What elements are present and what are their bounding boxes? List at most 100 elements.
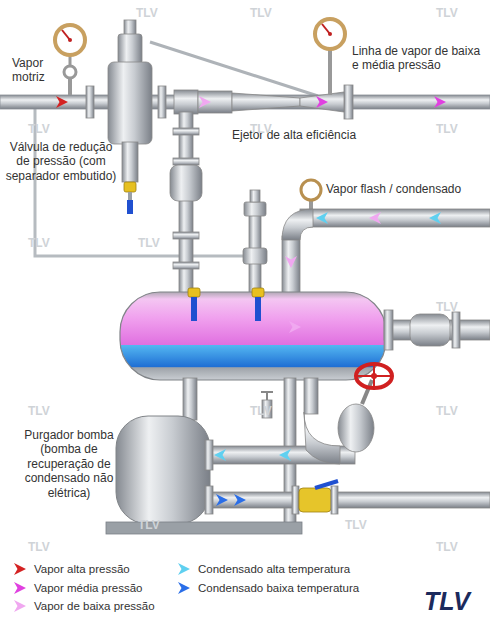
watermark: TLV bbox=[28, 404, 68, 418]
legend-swatch-arrow bbox=[178, 582, 190, 594]
legend-swatch-arrow bbox=[14, 563, 26, 575]
pump-trap bbox=[106, 416, 302, 534]
flow-arrow-part bbox=[279, 449, 291, 461]
watermark: TLV bbox=[250, 404, 290, 418]
flow-arrow-part bbox=[316, 212, 328, 224]
watermark: TLV bbox=[250, 122, 290, 136]
legend-swatch bbox=[12, 599, 28, 613]
flash-tank-part bbox=[410, 314, 450, 346]
flash-pipe bbox=[282, 209, 490, 294]
flash-tank-part bbox=[255, 297, 261, 321]
watermark: TLV bbox=[28, 236, 68, 250]
pressure-gauge-part bbox=[328, 49, 332, 95]
ejector-body-part bbox=[232, 93, 300, 111]
pilot-line-part bbox=[150, 42, 318, 96]
suction-pipe-part bbox=[173, 232, 199, 239]
pressure-gauge-part bbox=[301, 180, 321, 200]
flash-tank-part bbox=[188, 288, 200, 297]
flow-arrow-part bbox=[289, 321, 301, 333]
watermark: TLV bbox=[138, 236, 178, 250]
pressure-reducing-valve-part bbox=[127, 200, 133, 214]
watermark: TLV bbox=[250, 6, 290, 20]
legend-swatch bbox=[176, 562, 192, 576]
flash-tank-part bbox=[252, 288, 264, 297]
brand-logo: TLV bbox=[424, 586, 488, 616]
inlet-gate-valve-part bbox=[356, 364, 392, 388]
outlet-ball-valve-part bbox=[292, 486, 299, 514]
inlet-gate-valve-part bbox=[371, 373, 377, 379]
outlet-ball-valve bbox=[292, 481, 338, 514]
outlet-ball-valve-part bbox=[331, 486, 338, 514]
steam-main-pipe-part bbox=[344, 85, 353, 119]
pump-trap-part bbox=[205, 486, 213, 514]
flow-arrow bbox=[56, 96, 446, 506]
suction-pipe-part bbox=[173, 158, 199, 165]
ejector-body-part bbox=[300, 92, 344, 112]
steam-main-pipe-part bbox=[86, 86, 94, 118]
ejector-body-part bbox=[198, 91, 232, 113]
legend-text: Vapor média pressão bbox=[34, 582, 142, 594]
legend-text: Vapor alta pressão bbox=[34, 563, 130, 575]
inlet-gate-valve-part bbox=[304, 412, 340, 464]
flash-tank-part bbox=[120, 292, 386, 380]
legend-swatch bbox=[12, 581, 28, 595]
pilot-line bbox=[150, 42, 318, 96]
condensate-pipes-part bbox=[183, 378, 197, 420]
legend-swatch bbox=[176, 581, 192, 595]
pressure-reducing-valve-part bbox=[122, 142, 138, 182]
outlet-ball-valve-part bbox=[315, 481, 338, 488]
callout-label: Vapor motriz bbox=[12, 56, 62, 85]
legend-item: Condensado baixa temperatura bbox=[176, 581, 359, 595]
flow-arrow-part bbox=[56, 96, 68, 108]
flow-arrow-part bbox=[199, 96, 211, 108]
callout-label: Válvula de redução de pressão (com separ… bbox=[2, 140, 120, 183]
pressure-gauge bbox=[301, 180, 321, 210]
legend-text: Condensado alta temperatura bbox=[198, 563, 350, 575]
watermark: TLV bbox=[436, 404, 476, 418]
flash-tank bbox=[120, 288, 490, 380]
pressure-gauge-part bbox=[68, 78, 72, 95]
pump-trap-part bbox=[106, 522, 302, 534]
outlet-ball-valve-part bbox=[299, 488, 331, 512]
pressure-reducing-valve-part bbox=[108, 62, 152, 144]
pilot-valve-part bbox=[243, 248, 267, 264]
pressure-gauge-part bbox=[55, 25, 85, 55]
watermark: TLV bbox=[28, 122, 68, 136]
legend-swatch-arrow bbox=[14, 600, 26, 612]
inlet-gate-valve-part bbox=[338, 404, 374, 452]
suction-pipe-part bbox=[170, 165, 202, 201]
pressure-reducing-valve-part bbox=[118, 34, 142, 64]
watermark: TLV bbox=[436, 300, 476, 314]
pilot-valve-part bbox=[250, 190, 260, 202]
callout-label: Vapor flash / condensado bbox=[326, 182, 490, 196]
callout-label: Purgador bomba (bomba de recuperação de … bbox=[16, 428, 122, 500]
callout-label: Linha de vapor de baixa e média pressão bbox=[352, 44, 484, 73]
legend-swatch-arrow bbox=[178, 563, 190, 575]
condensate-pipes bbox=[183, 378, 490, 524]
steam-main-pipe-part bbox=[174, 90, 198, 114]
condensate-pipes-part bbox=[210, 492, 490, 508]
legend-text: Vapor de baixa pressão bbox=[34, 600, 155, 612]
condensate-pipes-part bbox=[261, 391, 273, 393]
flow-arrow-part bbox=[434, 96, 446, 108]
inlet-gate-valve bbox=[304, 364, 392, 464]
pressure-gauge-part bbox=[68, 38, 72, 42]
pilot-valve-part bbox=[244, 202, 266, 216]
steam-main-pipe bbox=[0, 85, 490, 119]
watermark: TLV bbox=[345, 518, 385, 532]
pump-trap-part bbox=[116, 416, 210, 524]
flash-pipe-part bbox=[282, 236, 300, 294]
watermark: TLV bbox=[138, 518, 178, 532]
pump-trap-part bbox=[205, 440, 213, 470]
flash-tank-part bbox=[191, 297, 197, 321]
flow-arrow-part bbox=[216, 494, 228, 506]
steam-main-pipe-part bbox=[158, 86, 166, 118]
flash-tank-part bbox=[452, 312, 460, 348]
flow-arrow-part bbox=[285, 256, 297, 268]
pressure-gauge-part bbox=[315, 19, 345, 49]
flow-arrow-part bbox=[234, 494, 246, 506]
legend-item: Vapor de baixa pressão bbox=[12, 599, 155, 613]
condensate-pipes-part bbox=[266, 392, 268, 400]
